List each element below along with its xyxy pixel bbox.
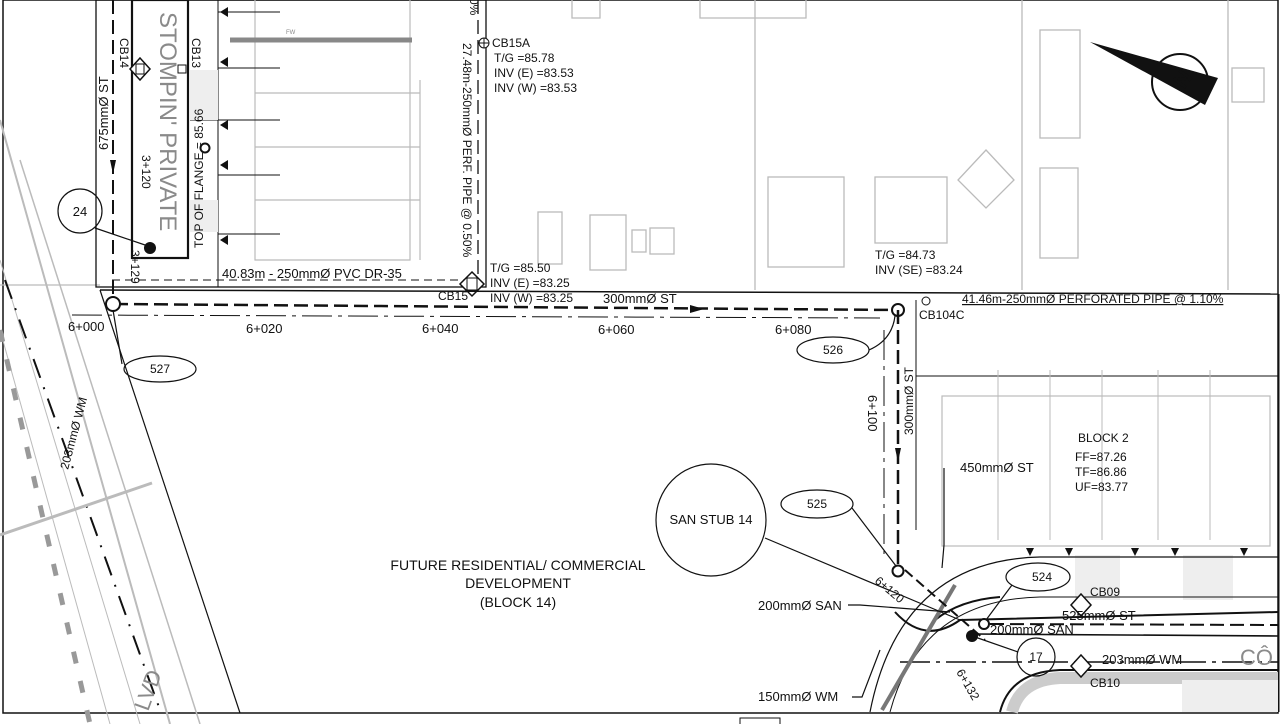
svg-text:6+080: 6+080 <box>775 322 812 337</box>
svg-text:6+120: 6+120 <box>872 574 907 607</box>
svg-text:UF=83.77: UF=83.77 <box>1075 480 1128 494</box>
svg-text:525: 525 <box>807 497 827 511</box>
top-flange-label: TOP OF FLANGE = 85.66 <box>192 108 206 248</box>
svg-text:INV (E) =83.53: INV (E) =83.53 <box>494 66 574 80</box>
svg-text:CB15: CB15 <box>438 289 468 303</box>
cb13-icon <box>177 64 187 74</box>
fw-label: FW <box>286 30 296 36</box>
wm203-west-label: 203mmØ WM <box>57 396 90 471</box>
manhole-527-icon <box>105 296 121 312</box>
svg-text:24: 24 <box>73 204 87 219</box>
pipe-labels-se: CB09 525mmØ ST 200mmØ SAN 200mmØ SAN 203… <box>758 585 1273 704</box>
st675-label: 675mmØ ST <box>96 76 111 150</box>
st300-south-label: 300mmØ ST <box>902 366 916 435</box>
future-development-label: FUTURE RESIDENTIAL/ COMMERCIAL DEVELOPME… <box>390 557 645 610</box>
boulevard-road <box>0 119 241 724</box>
svg-text:203mmØ WM: 203mmØ WM <box>1102 652 1182 667</box>
svg-text:CÔ: CÔ <box>1240 645 1273 670</box>
callout-527 <box>123 355 197 383</box>
svg-text:INV (SE) =83.24: INV (SE) =83.24 <box>875 263 963 277</box>
cb10-icon <box>1069 653 1093 679</box>
valve-icon <box>199 142 211 154</box>
svg-text:524: 524 <box>1032 570 1052 584</box>
svg-text:CB09: CB09 <box>1090 585 1120 599</box>
svg-text:CB15A: CB15A <box>492 36 530 50</box>
cb14-icon <box>128 56 152 82</box>
svg-text:6+060: 6+060 <box>598 322 635 337</box>
cb104c-icon <box>921 296 931 306</box>
cb13-label: CB13 <box>189 38 203 68</box>
svg-text:TF=86.86: TF=86.86 <box>1075 465 1127 479</box>
flow-arrow-icon <box>690 305 704 313</box>
callout-525 <box>780 489 854 519</box>
svg-text:DEVELOPMENT: DEVELOPMENT <box>465 575 571 591</box>
svg-text:6+020: 6+020 <box>246 321 283 336</box>
callout-524 <box>1005 562 1071 592</box>
svg-text:17: 17 <box>1029 650 1043 664</box>
svg-text:526: 526 <box>823 343 843 357</box>
svg-text:FUTURE RESIDENTIAL/ COMMERCIAL: FUTURE RESIDENTIAL/ COMMERCIAL <box>390 557 645 573</box>
svg-text:T/G =85.50: T/G =85.50 <box>490 261 551 275</box>
cb09-icon <box>1069 592 1093 618</box>
perf-pipe-west-label: 27.48m-250mmØ PERF. PIPE @ 0.50% <box>460 43 474 258</box>
station-3129: 3+129 <box>128 250 142 284</box>
cb14-label: CB14 <box>117 38 131 68</box>
svg-text:INV (W) =83.53: INV (W) =83.53 <box>494 81 577 95</box>
station-labels: 6+000 6+020 6+040 6+060 6+080 6+100 6+12… <box>68 319 983 703</box>
cb15-icon <box>458 270 486 298</box>
storm-pipe-300 <box>113 302 899 312</box>
manhole-525-icon <box>891 564 905 578</box>
svg-text:BLOCK 2: BLOCK 2 <box>1078 431 1129 445</box>
station-3120: 3+120 <box>139 155 153 189</box>
blvd-label: LVD <box>129 666 167 713</box>
svg-text:6+000: 6+000 <box>68 319 105 334</box>
svg-text:6+132: 6+132 <box>953 667 982 703</box>
svg-text:T/G =85.78: T/G =85.78 <box>494 51 555 65</box>
svg-text:SAN STUB 14: SAN STUB 14 <box>669 512 752 527</box>
perf-pipe-east-label: 41.46m-250mmØ PERFORATED PIPE @ 1.10% <box>962 292 1224 306</box>
cb104c-label: CB104C <box>919 308 965 322</box>
callout-17 <box>1016 637 1056 677</box>
title-block-edge <box>739 717 781 724</box>
flow-arrow-icon <box>110 160 116 174</box>
svg-text:150mmØ WM: 150mmØ WM <box>758 689 838 704</box>
svg-text:(BLOCK 14): (BLOCK 14) <box>480 594 556 610</box>
svg-text:525mmØ ST: 525mmØ ST <box>1062 608 1136 623</box>
property-line <box>99 289 1279 295</box>
existing-buildings <box>0 0 1265 290</box>
svg-text:INV (E) =83.25: INV (E) =83.25 <box>490 276 570 290</box>
callout-24 <box>57 188 103 234</box>
townhouse-block-west: FW <box>95 0 487 288</box>
private-road-label: STOMPIN' PRIVATE <box>154 12 181 231</box>
mh-east-data: T/G =84.73 INV (SE) =83.24 <box>875 248 963 277</box>
slope-label: 0% <box>467 0 481 16</box>
svg-text:FF=87.26: FF=87.26 <box>1075 450 1127 464</box>
san-node-icon <box>144 242 156 254</box>
st300-label: 300mmØ ST <box>603 291 677 306</box>
north-arrow-icon: N <box>1090 42 1218 111</box>
pvc-pipe-label: 40.83m - 250mmØ PVC DR-35 <box>222 266 402 281</box>
svg-text:CB10: CB10 <box>1090 676 1120 690</box>
svg-text:200mmØ SAN: 200mmØ SAN <box>758 598 842 613</box>
callout-labels: 24 527 526 525 SAN STUB 14 524 17 <box>73 204 1053 664</box>
station-baseline <box>71 314 881 319</box>
st450-label: 450mmØ ST <box>960 460 1034 475</box>
svg-text:6+100: 6+100 <box>865 395 880 432</box>
block-2-data: BLOCK 2 FF=87.26 TF=86.86 UF=83.77 <box>1075 431 1129 494</box>
svg-text:200mmØ SAN: 200mmØ SAN <box>990 622 1074 637</box>
callout-san-stub-14 <box>655 463 767 577</box>
svg-text:T/G =84.73: T/G =84.73 <box>875 248 936 262</box>
cb15-data: T/G =85.50 INV (E) =83.25 INV (W) =83.25… <box>438 261 573 305</box>
svg-text:6+040: 6+040 <box>422 321 459 336</box>
block-2 <box>916 294 1280 712</box>
cb15a-data: CB15A T/G =85.78 INV (E) =83.53 INV (W) … <box>492 36 577 95</box>
svg-text:527: 527 <box>150 362 170 376</box>
svg-text:INV (W) =83.25: INV (W) =83.25 <box>490 291 573 305</box>
street-curve <box>869 556 1279 714</box>
